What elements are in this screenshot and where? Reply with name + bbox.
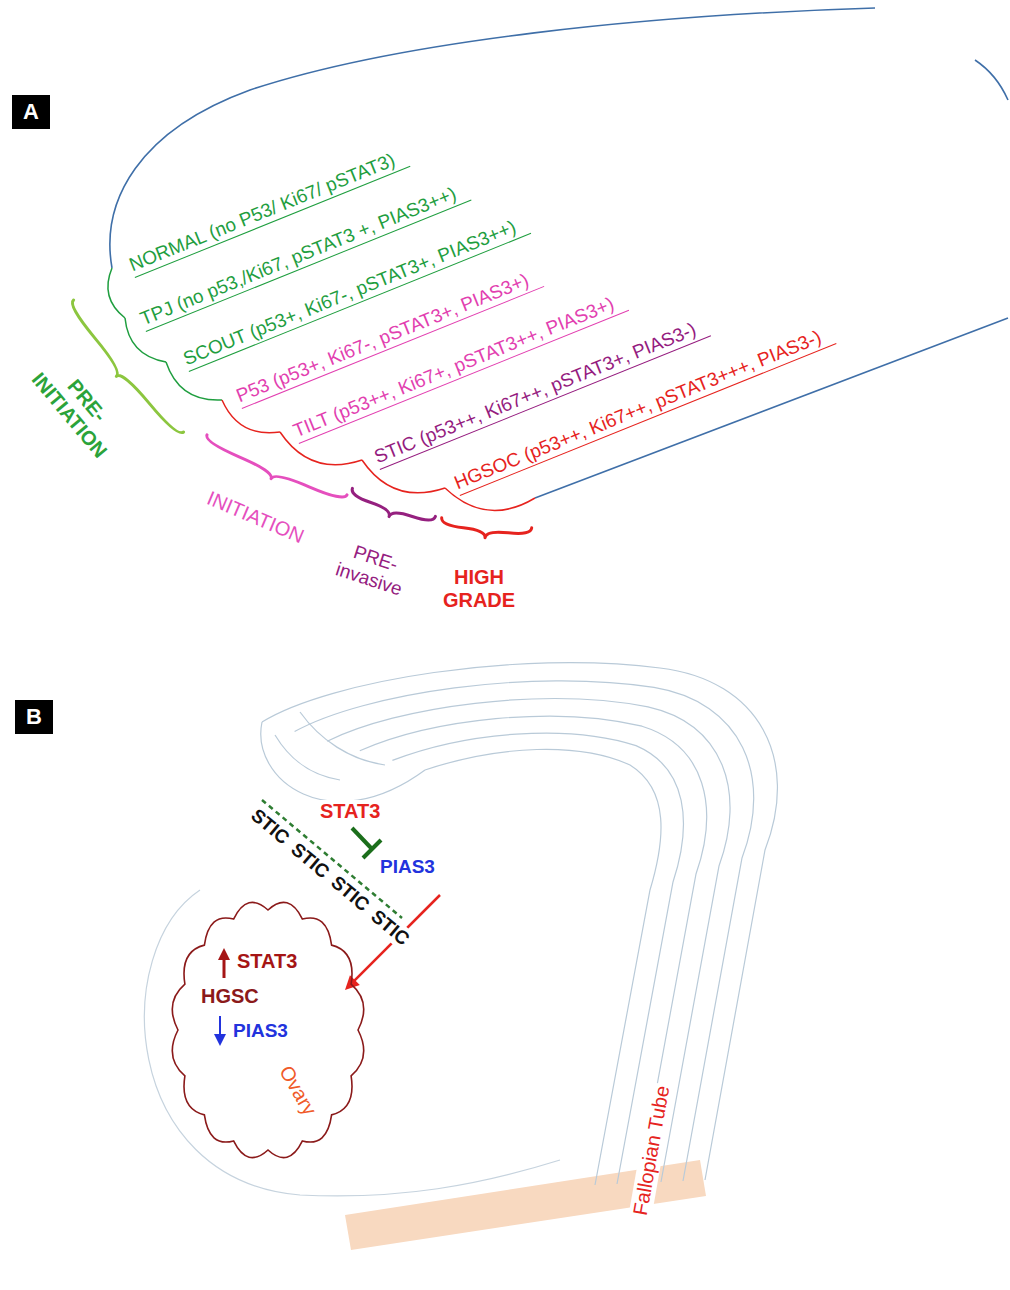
lesion-label: STIC bbox=[365, 904, 415, 951]
fimbria-scallop bbox=[108, 268, 125, 318]
panel-letter: B bbox=[26, 704, 42, 730]
decrease-arrow-head bbox=[214, 1034, 226, 1046]
fimbria-sketch bbox=[300, 712, 385, 765]
fimbria-scallop bbox=[362, 460, 445, 493]
increase-arrow-head bbox=[218, 948, 230, 960]
stage-bracket bbox=[352, 488, 435, 520]
stage-bracket bbox=[207, 435, 347, 497]
stage-group-label: INITIATION bbox=[203, 486, 307, 547]
protein-label: STAT3 bbox=[318, 800, 382, 823]
fimbria-sketch bbox=[261, 722, 425, 802]
fimbria-sketch bbox=[275, 735, 340, 780]
ovary-tumor-cloud: STAT3HGSC PIAS3Ovary bbox=[164, 894, 372, 1167]
panel-a-art bbox=[72, 8, 1008, 538]
ovary-ligament bbox=[144, 890, 560, 1196]
protein-label: PIAS3 bbox=[378, 856, 437, 878]
protein-label: PIAS3 bbox=[232, 1020, 289, 1042]
tube-sketch-line bbox=[425, 749, 661, 1185]
organ-label: Ovary bbox=[274, 1060, 322, 1119]
panel-letter-box: B bbox=[15, 700, 53, 734]
stage-bracket bbox=[442, 518, 532, 538]
cloud-outline bbox=[172, 902, 363, 1157]
tube-sketch-line bbox=[262, 663, 777, 1180]
fimbria-scallop bbox=[280, 432, 362, 465]
panel-letter: A bbox=[23, 99, 39, 125]
panel-b-art bbox=[144, 663, 777, 1250]
tumor-label: HGSC bbox=[200, 985, 260, 1008]
lesion-label: STIC bbox=[325, 870, 375, 917]
tube-sketch-line bbox=[392, 733, 683, 1184]
stage-group-label: PRE- INITIATION bbox=[27, 353, 129, 462]
tube-sketch-line bbox=[295, 681, 754, 1181]
stage-group-label: HIGH GRADE bbox=[443, 566, 515, 612]
panel-letter-box: A bbox=[12, 95, 50, 129]
tube-outline bbox=[975, 60, 1008, 100]
protein-label: STAT3 bbox=[236, 950, 298, 973]
stage-group-label: PRE- invasive bbox=[333, 538, 412, 601]
inhibition-stem bbox=[352, 828, 372, 849]
lesion-label: STIC bbox=[285, 837, 335, 884]
lesion-label: STIC bbox=[245, 803, 295, 850]
organ-label: Fallopian Tube bbox=[629, 1081, 675, 1218]
